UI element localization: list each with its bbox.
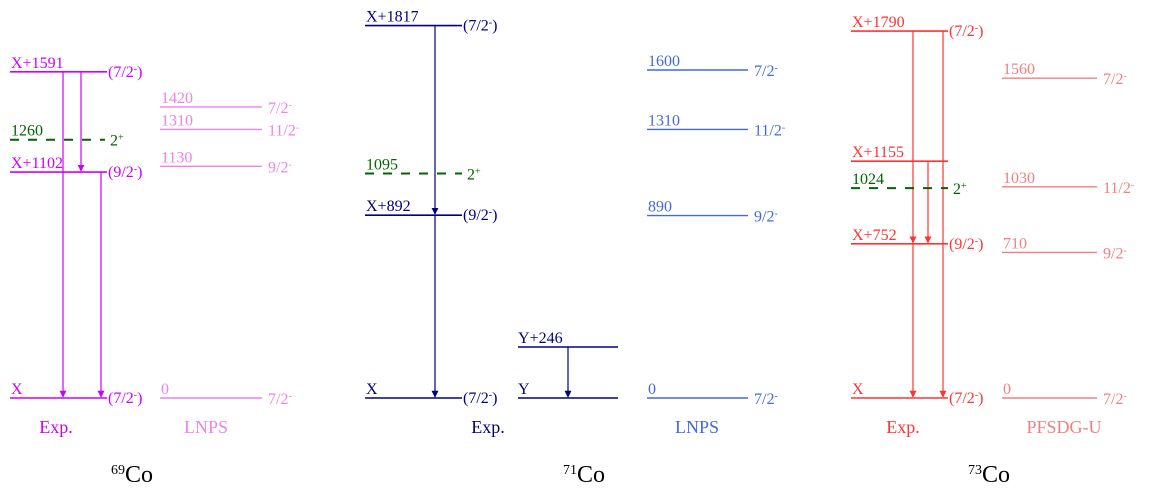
exp-column-title: Exp. (471, 417, 505, 437)
exp-level-label: X+1155 (852, 144, 904, 161)
theory-level-spin: 9/2- (1103, 245, 1127, 263)
theory-level-spin: 7/2- (1103, 391, 1127, 409)
exp-level-label: X+1591 (11, 55, 64, 72)
theory-level-label: 0 (1003, 381, 1011, 398)
theory-level-spin: 9/2- (754, 208, 778, 226)
exp-level-spin: (7/2-) (108, 63, 142, 81)
theory-level-label: 0 (161, 381, 169, 398)
theory-level-spin: 11/2- (268, 122, 299, 140)
exp-column-title: Exp. (886, 417, 920, 437)
theory-level-label: 710 (1003, 235, 1027, 252)
theory-column-title: PFSDG-U (1026, 417, 1101, 437)
ref-level-label: 1095 (366, 157, 398, 174)
exp-level-label: X (366, 381, 378, 398)
theory-level-label: 1420 (161, 90, 193, 107)
theory-level-label: 1030 (1003, 170, 1035, 187)
theory-level-label: 1600 (648, 53, 680, 70)
theory-level-spin: 7/2- (268, 99, 292, 117)
band-level-label: Y (518, 381, 530, 398)
exp-level-spin: (9/2-) (108, 164, 142, 182)
theory-level-spin: 11/2- (1103, 179, 1134, 197)
ref-level-spin: 2+ (467, 166, 481, 184)
theory-level-spin: 7/2- (754, 63, 778, 81)
theory-level-label: 1310 (161, 112, 193, 129)
exp-level-spin: (9/2-) (463, 207, 497, 225)
exp-level-spin: (7/2-) (949, 23, 983, 41)
nucleus-label: 73Co (968, 462, 1010, 488)
theory-level-spin: 11/2- (754, 122, 785, 140)
ref-level-label: 1024 (852, 171, 884, 188)
exp-level-label: X (11, 381, 23, 398)
exp-level-spin: (9/2-) (949, 235, 983, 253)
theory-level-spin: 7/2- (754, 391, 778, 409)
theory-level-spin: 7/2- (1103, 71, 1127, 89)
exp-level-spin: (7/2-) (949, 390, 983, 408)
exp-level-label: X+1102 (11, 155, 63, 172)
nucleus-label: 71Co (563, 462, 605, 488)
ref-level-spin: 2+ (953, 181, 967, 199)
theory-level-spin: 7/2- (268, 391, 292, 409)
exp-level-label: X+892 (366, 198, 411, 215)
theory-level-label: 1310 (648, 112, 680, 129)
theory-column-title: LNPS (184, 417, 228, 437)
band-level-label: Y+246 (518, 330, 563, 347)
exp-level-spin: (7/2-) (108, 390, 142, 408)
theory-level-label: 890 (648, 199, 672, 216)
exp-level-label: X+752 (852, 227, 897, 244)
theory-level-label: 1560 (1003, 61, 1035, 78)
exp-level-label: X+1790 (852, 14, 905, 31)
exp-column-title: Exp. (39, 417, 73, 437)
ref-level-label: 1260 (11, 123, 43, 140)
exp-level-spin: (7/2-) (463, 390, 497, 408)
ref-level-spin: 2+ (110, 132, 124, 150)
exp-level-label: X+1817 (366, 9, 419, 26)
exp-level-spin: (7/2-) (463, 17, 497, 35)
exp-level-label: X (852, 381, 864, 398)
theory-level-label: 0 (648, 381, 656, 398)
theory-column-title: LNPS (675, 417, 719, 437)
nucleus-label: 69Co (111, 462, 153, 488)
theory-level-spin: 9/2- (268, 159, 292, 177)
theory-level-label: 1130 (161, 149, 192, 166)
